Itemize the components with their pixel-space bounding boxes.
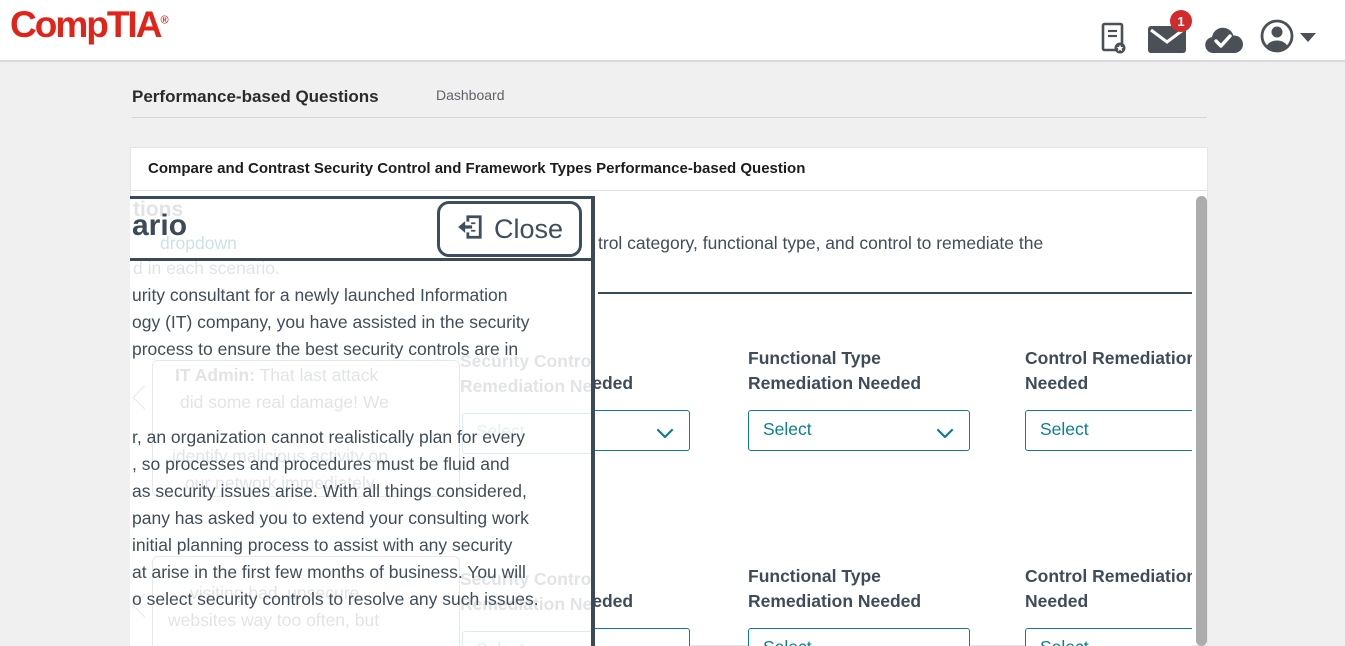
ghost-row2-select — [462, 631, 591, 646]
row1-col2-label-line2: Remediation Needed — [748, 373, 922, 393]
ghost-chat-bubble-2 — [152, 556, 460, 646]
exit-icon — [456, 213, 484, 246]
scenario-line-2: ogy (IT) company, you have assisted in t… — [132, 312, 530, 332]
close-button[interactable]: Close — [437, 201, 582, 257]
ghost-row2-select-value: Select — [476, 639, 525, 646]
select-value: Select — [763, 419, 812, 439]
scenario-line-6: as security issues arise. With all thing… — [132, 481, 527, 501]
row1-control-select[interactable]: Select — [1025, 410, 1192, 451]
account-icon[interactable] — [1260, 19, 1294, 58]
ghost-row1-col1-label-line2: Remediation Needed — [460, 376, 593, 396]
row2-col2-label-line1: Functional Type — [748, 566, 881, 586]
row2-col3-label-line1: Control Remediation — [1025, 566, 1192, 586]
ghost-row1-select — [462, 413, 591, 454]
select-value: Select — [1040, 419, 1089, 439]
scenario-line-1: urity consultant for a newly launched In… — [132, 285, 508, 305]
scenario-line-3: process to ensure the best security cont… — [132, 339, 519, 359]
row2-functional-type-select[interactable]: Select — [748, 628, 970, 646]
row1-functional-type-select[interactable]: Select — [748, 410, 970, 451]
scenario-line-4: r, an organization cannot realistically … — [132, 427, 525, 447]
comptia-logo[interactable]: CompTIA® — [10, 4, 169, 45]
row1-col2-label-line1: Functional Type — [748, 348, 881, 368]
ghost-chat1-line1: IT Admin: That last attack — [175, 365, 379, 385]
vertical-scrollbar[interactable] — [1196, 196, 1207, 646]
card-header-divider — [131, 190, 1207, 191]
top-navbar: CompTIA® 1 — [0, 0, 1345, 62]
caret-down-icon[interactable] — [1300, 33, 1316, 42]
ghost-row1-col1-label-line1: Security Control — [460, 351, 595, 371]
ghost-chat-bubble-1 — [152, 360, 460, 497]
scenario-line-5: , so processes and procedures must be fl… — [132, 454, 510, 474]
row1-col3-label-line1: Control Remediation — [1025, 348, 1192, 368]
modal-header-divider — [130, 258, 591, 261]
row2-col2-label-line2: Remediation Needed — [748, 591, 922, 611]
chevron-down-icon — [936, 426, 954, 444]
page-title: Performance-based Questions — [132, 87, 379, 106]
ghost-chat1-line2: did some real damage! We — [180, 392, 389, 412]
row1-col3-label-line2: Needed — [1025, 373, 1089, 393]
select-value: Select — [763, 637, 812, 646]
scenario-line-10: o select security controls to resolve an… — [132, 589, 539, 609]
row2-control-select[interactable]: Select — [1025, 628, 1192, 646]
ghost-dropdown-text: dropdown — [160, 233, 237, 253]
close-button-label: Close — [493, 213, 564, 244]
breadcrumb-divider — [132, 117, 1207, 118]
ghost-chat2-line1: visiting bad, unsecure — [190, 583, 360, 603]
scenario-modal: tions dropdown d in each scenario. IT Ad… — [130, 196, 595, 646]
chevron-down-icon — [656, 426, 674, 444]
ghost-row2-col1-label-line1: Security Control — [460, 569, 595, 589]
ghost-instructions-heading: tions — [133, 198, 184, 221]
ghost-chat1-line4: our network immediately. — [185, 473, 379, 493]
question-card-title: Compare and Contrast Security Control an… — [148, 160, 806, 177]
ghost-chat1-line3: identify malicious activity on — [172, 446, 388, 466]
section-divider — [598, 292, 1192, 294]
instructions-text-fragment: trol category, functional type, and cont… — [598, 233, 1044, 253]
row2-col3-label-line2: Needed — [1025, 591, 1089, 611]
dashboard-link[interactable]: Dashboard — [436, 87, 505, 103]
scenario-line-8: initial planning process to assist with … — [132, 535, 513, 555]
ghost-row1-select-value: Select — [476, 421, 525, 441]
scenario-line-9: at arise in the first few months of busi… — [132, 562, 526, 582]
scenario-line-7: pany has asked you to extend your consul… — [132, 508, 529, 528]
modal-title-fragment: ario — [132, 209, 188, 242]
transcript-icon[interactable] — [1100, 22, 1128, 61]
unread-count-badge: 1 — [1170, 10, 1192, 32]
cloud-check-icon[interactable] — [1203, 27, 1243, 60]
select-value: Select — [1040, 637, 1089, 646]
mail-icon[interactable] — [1148, 26, 1186, 58]
ghost-row2-col1-label-line2: Remediation Needed — [460, 594, 593, 614]
ghost-scenario-text: d in each scenario. — [133, 258, 280, 278]
ghost-chat2-line2: websites way too often, but — [168, 610, 380, 630]
registered-mark: ® — [160, 14, 169, 27]
